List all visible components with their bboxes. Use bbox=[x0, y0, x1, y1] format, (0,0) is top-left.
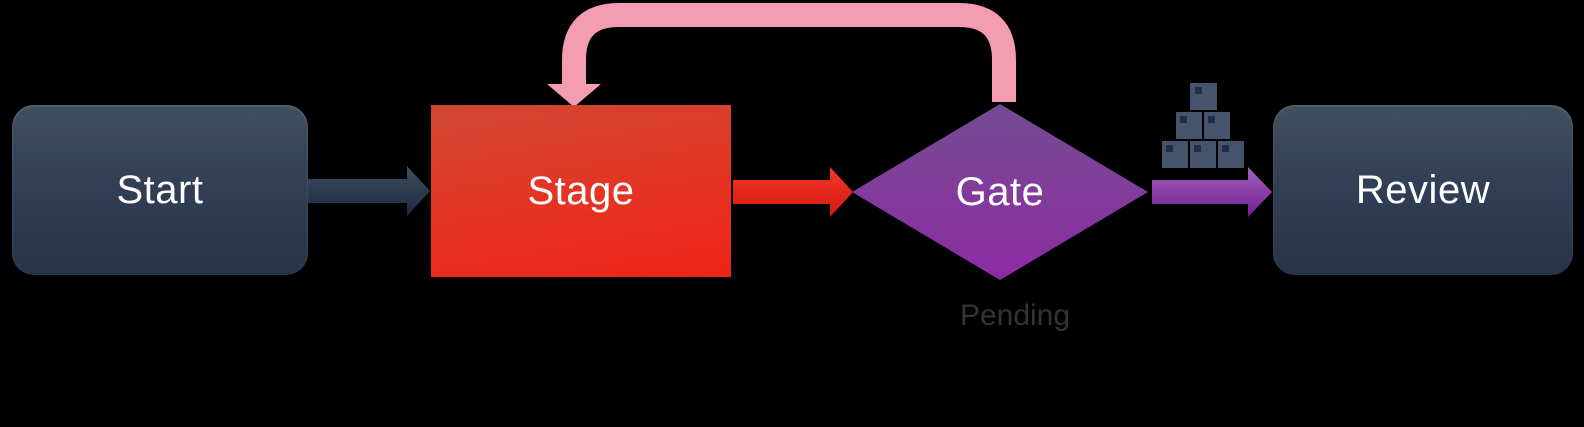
package-box bbox=[1218, 141, 1244, 168]
node-start-label: Start bbox=[116, 167, 204, 212]
package-box bbox=[1204, 112, 1230, 139]
package-box bbox=[1176, 112, 1202, 139]
package-box bbox=[1190, 141, 1216, 168]
node-stage-label: Stage bbox=[527, 168, 635, 213]
node-gate-label: Gate bbox=[955, 169, 1045, 214]
gate-status-label: Pending bbox=[959, 299, 1071, 332]
node-start[interactable]: Start bbox=[12, 105, 308, 275]
package-box-lid bbox=[1195, 87, 1202, 94]
connector-start-to-stage[interactable] bbox=[308, 166, 430, 216]
feedback-loop-arrowhead-icon bbox=[547, 84, 601, 107]
node-review[interactable]: Review bbox=[1273, 105, 1573, 275]
connector-gate-to-review[interactable] bbox=[1152, 167, 1272, 217]
connector-gate-to-stage-feedback[interactable] bbox=[547, 3, 1016, 107]
package-box-lid bbox=[1180, 116, 1187, 123]
package-box-lid bbox=[1194, 145, 1201, 152]
packages-icon[interactable] bbox=[1162, 83, 1244, 168]
connector-stage-to-gate[interactable] bbox=[733, 167, 853, 217]
feedback-loop-line bbox=[562, 3, 1016, 102]
package-box bbox=[1162, 141, 1188, 168]
node-stage[interactable]: Stage bbox=[431, 105, 731, 277]
package-box-lid bbox=[1208, 116, 1215, 123]
package-box-lid bbox=[1166, 145, 1173, 152]
node-review-label: Review bbox=[1355, 167, 1491, 212]
package-box bbox=[1190, 83, 1217, 110]
package-box-lid bbox=[1222, 145, 1229, 152]
